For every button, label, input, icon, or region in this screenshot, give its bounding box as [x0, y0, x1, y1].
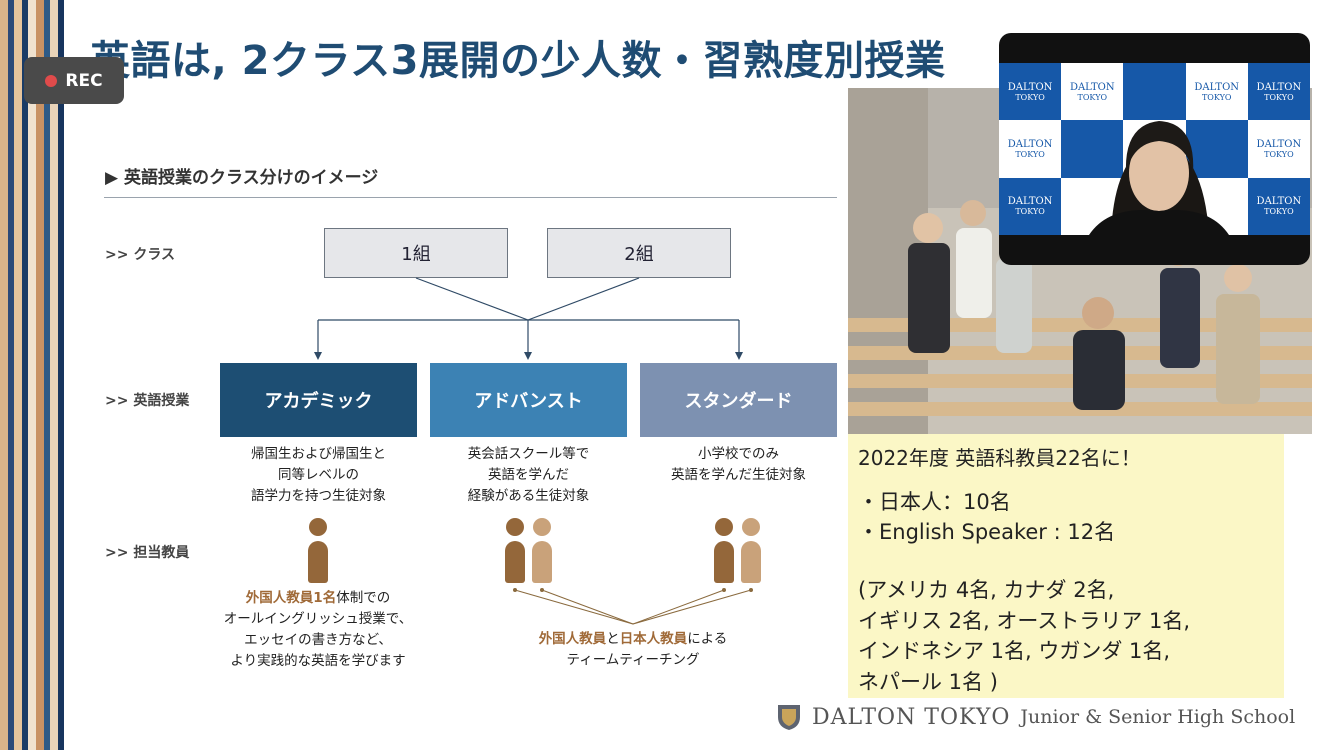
decorative-stripes: [0, 0, 70, 750]
info-line-6: インドネシア 1名, ウガンダ 1名,: [858, 639, 1171, 663]
course-standard-desc: 小学校でのみ 英語を学んだ生徒対象: [640, 444, 837, 486]
teacher-info-panel: 2022年度 英語科教員22名に！ ・日本人：10名 ・English Spea…: [848, 434, 1284, 698]
course-advanced: アドバンスト: [430, 363, 627, 437]
note-line: 外国人教員と日本人教員による: [513, 629, 753, 650]
note-line: ティームティーチング: [566, 652, 700, 668]
backdrop-tile-line: TOKYO: [1264, 207, 1294, 217]
info-line-5: イギリス 2名, オーストラリア 1名,: [858, 609, 1191, 633]
backdrop-tile-line: TOKYO: [1015, 92, 1045, 102]
note-highlight: 日本人教員: [619, 631, 688, 647]
course-academic-desc: 帰国生および帰国生と 同等レベルの 語学力を持つ生徒対象: [220, 444, 417, 507]
desc-line: 英語を学んだ: [488, 467, 569, 483]
backdrop-tile-line: DALTON: [1007, 81, 1053, 93]
course-academic: アカデミック: [220, 363, 417, 437]
rec-label: REC: [65, 70, 103, 91]
backdrop-tile-line: DALTON: [1007, 138, 1053, 150]
desc-line: 帰国生および帰国生と: [251, 446, 386, 462]
foreign-teacher-icon: [505, 518, 525, 583]
teacher-note-team: 外国人教員と日本人教員による ティームティーチング: [513, 629, 753, 671]
row-label-english: >> 英語授業: [105, 393, 190, 409]
info-line-3: ・English Speaker : 12名: [858, 520, 1116, 544]
backdrop-tile-line: TOKYO: [1201, 92, 1232, 102]
info-line-7: ネパール 1名 ): [858, 670, 998, 694]
backdrop-tile-line: TOKYO: [1264, 149, 1294, 159]
school-footer: DALTON TOKYO Junior & Senior High School: [776, 703, 1295, 731]
backdrop-tile-line: TOKYO: [1015, 149, 1045, 159]
note-text: 体制での: [336, 590, 391, 606]
recording-indicator: REC: [24, 57, 124, 104]
info-line-2: ・日本人：10名: [858, 490, 1011, 514]
diagram-subheading: ▶ 英語授業のクラス分けのイメージ: [105, 168, 379, 188]
slide-title: 英語は, 2クラス3展開の少人数・習熟度別授業: [90, 38, 946, 84]
info-line-4: (アメリカ 4名, カナダ 2名,: [858, 578, 1115, 602]
note-highlight: 外国人教員1名: [245, 590, 337, 606]
japanese-teacher-icon: [741, 518, 761, 583]
backdrop-tile-line: TOKYO: [1015, 207, 1045, 217]
school-logo-text: DALTON TOKYO: [812, 704, 1011, 730]
backdrop-tile-line: DALTON: [1256, 81, 1302, 93]
note-line: オールイングリッシュ授業で、: [223, 611, 413, 627]
backdrop-tile-line: DALTON: [1069, 81, 1115, 93]
desc-line: 英語を学んだ生徒対象: [671, 467, 806, 483]
foreign-teacher-icon: [308, 518, 328, 583]
course-advanced-desc: 英会話スクール等で 英語を学んだ 経験がある生徒対象: [430, 444, 627, 507]
class-box-1: 1組: [324, 228, 508, 278]
note-line: エッセイの書き方など、: [244, 632, 392, 648]
note-line: 外国人教員1名体制での: [208, 588, 428, 609]
presenter-avatar: [1089, 121, 1229, 235]
backdrop-tile-line: TOKYO: [1264, 92, 1294, 102]
backdrop-tile-line: DALTON: [1007, 196, 1053, 208]
foreign-teacher-icon: [714, 518, 734, 583]
info-line-1: 2022年度 英語科教員22名に！: [858, 446, 1141, 470]
note-text: による: [687, 631, 728, 647]
school-crest-icon: [778, 705, 800, 730]
desc-line: 英会話スクール等で: [467, 446, 590, 462]
class-box-2: 2組: [547, 228, 731, 278]
backdrop-tile-line: DALTON: [1256, 196, 1302, 208]
divider: [104, 197, 837, 198]
backdrop-tile-line: TOKYO: [1077, 92, 1108, 102]
row-label-teacher: >> 担当教員: [105, 545, 190, 561]
record-dot-icon: [45, 74, 58, 87]
course-standard: スタンダード: [640, 363, 837, 437]
desc-line: 語学力を持つ生徒対象: [251, 488, 386, 504]
note-text: と: [606, 631, 620, 647]
desc-line: 小学校でのみ: [698, 446, 779, 462]
japanese-teacher-icon: [532, 518, 552, 583]
note-highlight: 外国人教員: [538, 631, 607, 647]
teacher-note-academic: 外国人教員1名体制での オールイングリッシュ授業で、 エッセイの書き方など、 よ…: [208, 588, 428, 672]
school-name: Junior & Senior High School: [1020, 706, 1296, 728]
backdrop-tile-line: DALTON: [1194, 81, 1240, 93]
row-label-class: >> クラス: [105, 247, 176, 263]
desc-line: 経験がある生徒対象: [467, 488, 590, 504]
backdrop-tile-line: DALTON: [1256, 138, 1302, 150]
desc-line: 同等レベルの: [278, 467, 359, 483]
note-line: より実践的な英語を学びます: [230, 653, 406, 669]
